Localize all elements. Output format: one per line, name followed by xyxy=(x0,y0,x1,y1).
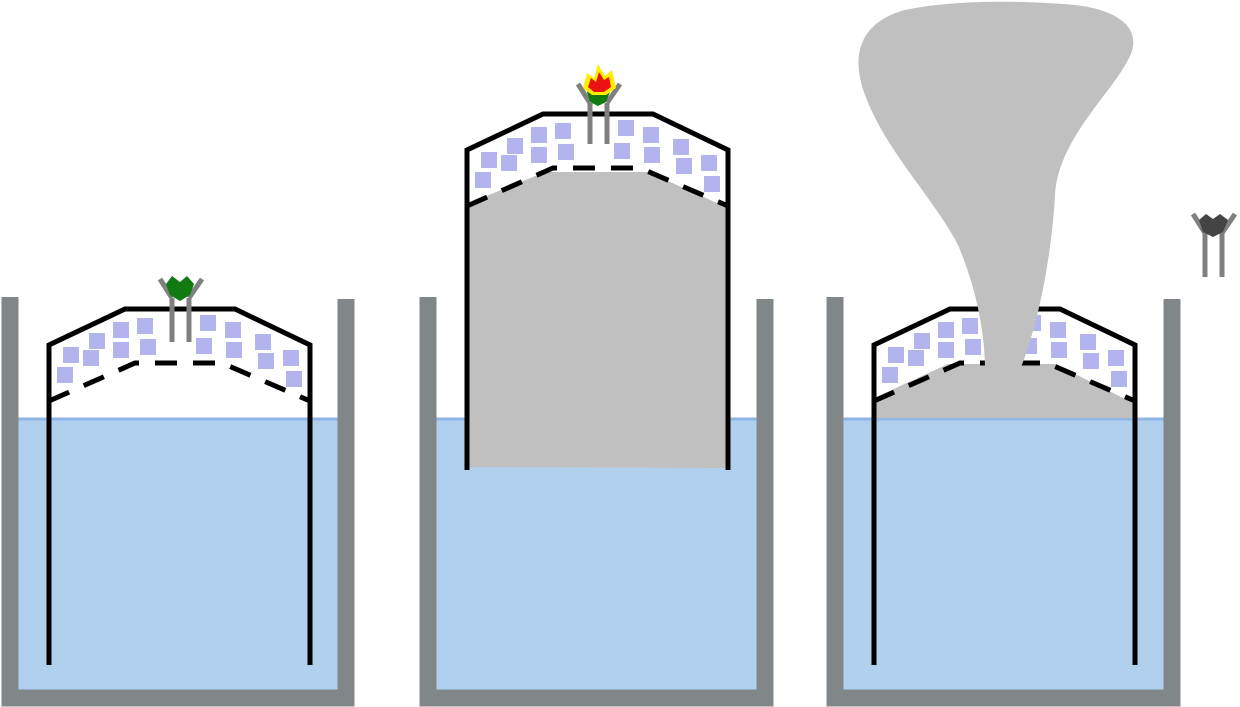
spent-wick-icon xyxy=(1199,214,1228,237)
stage-2-inflation xyxy=(419,64,774,707)
residual-smoke xyxy=(874,364,1135,418)
water xyxy=(835,418,1172,698)
tank-wall xyxy=(826,297,1181,707)
red-flame-icon xyxy=(588,72,611,92)
green-flame-icon xyxy=(166,276,194,301)
wick-holder xyxy=(575,82,623,144)
tank-wall xyxy=(419,297,774,707)
spent-wick-holder xyxy=(1190,212,1238,277)
inner-liner-dashed xyxy=(872,360,1136,404)
inner-liner-dashed xyxy=(47,360,311,404)
trapped-smoke xyxy=(467,172,728,468)
stage-1-ignition xyxy=(1,276,355,707)
water xyxy=(10,418,346,698)
inner-liner-dashed xyxy=(465,165,729,209)
stage-3-release xyxy=(826,1,1181,707)
tank-wall xyxy=(1,297,355,707)
smoke-plume xyxy=(858,1,1134,370)
